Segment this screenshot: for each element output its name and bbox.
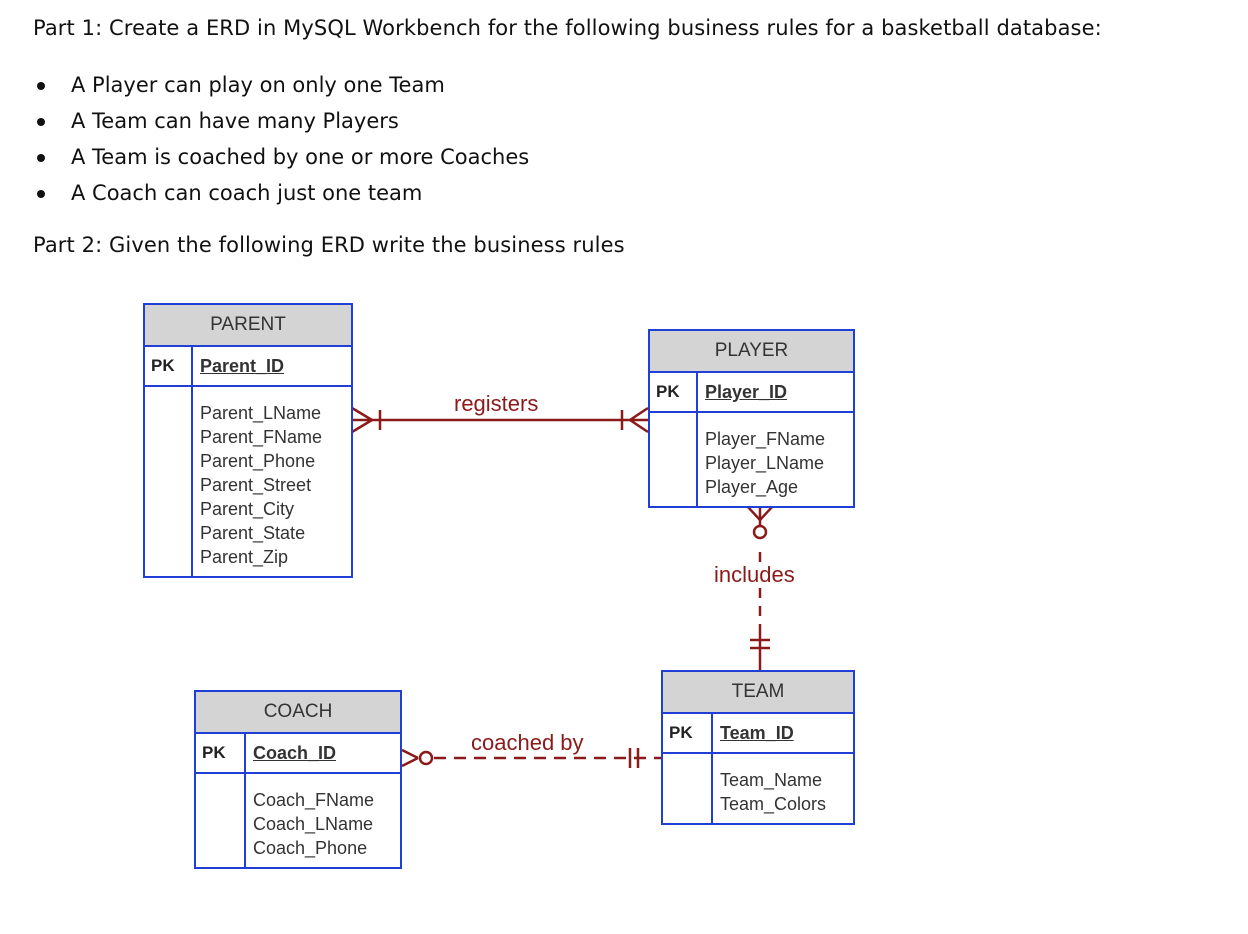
list-item: A Coach can coach just one team xyxy=(33,178,529,214)
pk-label: PK xyxy=(650,373,698,411)
primary-key: Team_ID xyxy=(720,723,794,743)
list-item: A Team is coached by one or more Coaches xyxy=(33,142,529,178)
attribute-block: Coach_FName Coach_LName Coach_Phone xyxy=(196,774,400,867)
attribute: Parent_State xyxy=(200,523,306,543)
coach-entity: COACH PK Coach_ID Coach_FName Coach_LNam… xyxy=(194,690,402,869)
coached-optional-circle xyxy=(418,750,434,766)
bullet-icon xyxy=(37,190,45,198)
primary-key: Coach_ID xyxy=(253,743,337,763)
coached-by-relationship xyxy=(401,748,662,768)
attribute-list: Parent_LName Parent_FName Parent_Phone P… xyxy=(193,387,322,576)
includes-relationship xyxy=(747,506,773,672)
entity-title: TEAM xyxy=(663,672,853,714)
pk-row: PK Team_ID xyxy=(663,714,853,754)
registers-label: registers xyxy=(454,391,539,416)
attribute-block: Player_FName Player_LName Player_Age xyxy=(650,413,853,506)
attribute: Parent_Street xyxy=(200,475,312,495)
bullet-icon xyxy=(37,154,45,162)
attribute-block: Team_Name Team_Colors xyxy=(663,754,853,823)
attribute: Team_Colors xyxy=(720,794,827,814)
registers-player-foot-bottom xyxy=(629,418,649,434)
primary-key: Parent_ID xyxy=(200,356,285,376)
coached-crowfoot-bottom xyxy=(401,756,419,768)
business-rules-list: A Player can play on only one Team A Tea… xyxy=(33,70,529,214)
pk-label: PK xyxy=(196,734,246,772)
coached-crowfoot-top xyxy=(401,748,419,760)
includes-crowfoot-left xyxy=(747,506,761,521)
coached-by-label: coached by xyxy=(471,730,584,755)
includes-label: includes xyxy=(713,562,796,588)
player-entity: PLAYER PK Player_ID Player_FName Player_… xyxy=(648,329,855,508)
attribute: Team_Name xyxy=(720,770,823,790)
attribute-block: Parent_LName Parent_FName Parent_Phone P… xyxy=(145,387,351,576)
list-item: A Player can play on only one Team xyxy=(33,70,529,106)
attribute: Parent_Zip xyxy=(200,547,289,567)
attribute: Parent_LName xyxy=(200,403,322,423)
attribute: Player_LName xyxy=(705,453,825,473)
pk-label: PK xyxy=(663,714,713,752)
attribute: Player_FName xyxy=(705,429,826,449)
bullet-icon xyxy=(37,82,45,90)
attribute: Parent_FName xyxy=(200,427,323,447)
parent-entity: PARENT PK Parent_ID Parent_LName Parent_… xyxy=(143,303,353,578)
pk-row: PK Parent_ID xyxy=(145,347,351,387)
part2-heading: Part 2: Given the following ERD write th… xyxy=(33,233,625,257)
attribute: Coach_FName xyxy=(253,790,375,810)
attribute-list: Player_FName Player_LName Player_Age xyxy=(698,413,825,506)
part1-heading: Part 1: Create a ERD in MySQL Workbench … xyxy=(33,16,1102,40)
registers-player-foot-top xyxy=(629,406,649,422)
pk-row: PK Player_ID xyxy=(650,373,853,413)
attribute: Player_Age xyxy=(705,477,799,497)
includes-optional-circle xyxy=(752,524,768,540)
entity-title: PARENT xyxy=(145,305,351,347)
attribute: Parent_Phone xyxy=(200,451,316,471)
primary-key: Player_ID xyxy=(705,382,788,402)
registers-relationship xyxy=(351,406,649,434)
includes-crowfoot-right xyxy=(759,506,773,521)
entity-title: COACH xyxy=(196,692,400,734)
entity-title: PLAYER xyxy=(650,331,853,373)
attribute-list: Coach_FName Coach_LName Coach_Phone xyxy=(246,774,374,867)
attribute-list: Team_Name Team_Colors xyxy=(713,754,826,823)
attribute: Coach_LName xyxy=(253,814,374,834)
bullet-icon xyxy=(37,118,45,126)
team-entity: TEAM PK Team_ID Team_Name Team_Colors xyxy=(661,670,855,825)
attribute: Coach_Phone xyxy=(253,838,368,858)
registers-crowfoot-bottom xyxy=(351,418,373,434)
attribute: Parent_City xyxy=(200,499,295,519)
pk-label: PK xyxy=(145,347,193,385)
registers-crowfoot-top xyxy=(351,406,373,422)
pk-row: PK Coach_ID xyxy=(196,734,400,774)
list-item: A Team can have many Players xyxy=(33,106,529,142)
